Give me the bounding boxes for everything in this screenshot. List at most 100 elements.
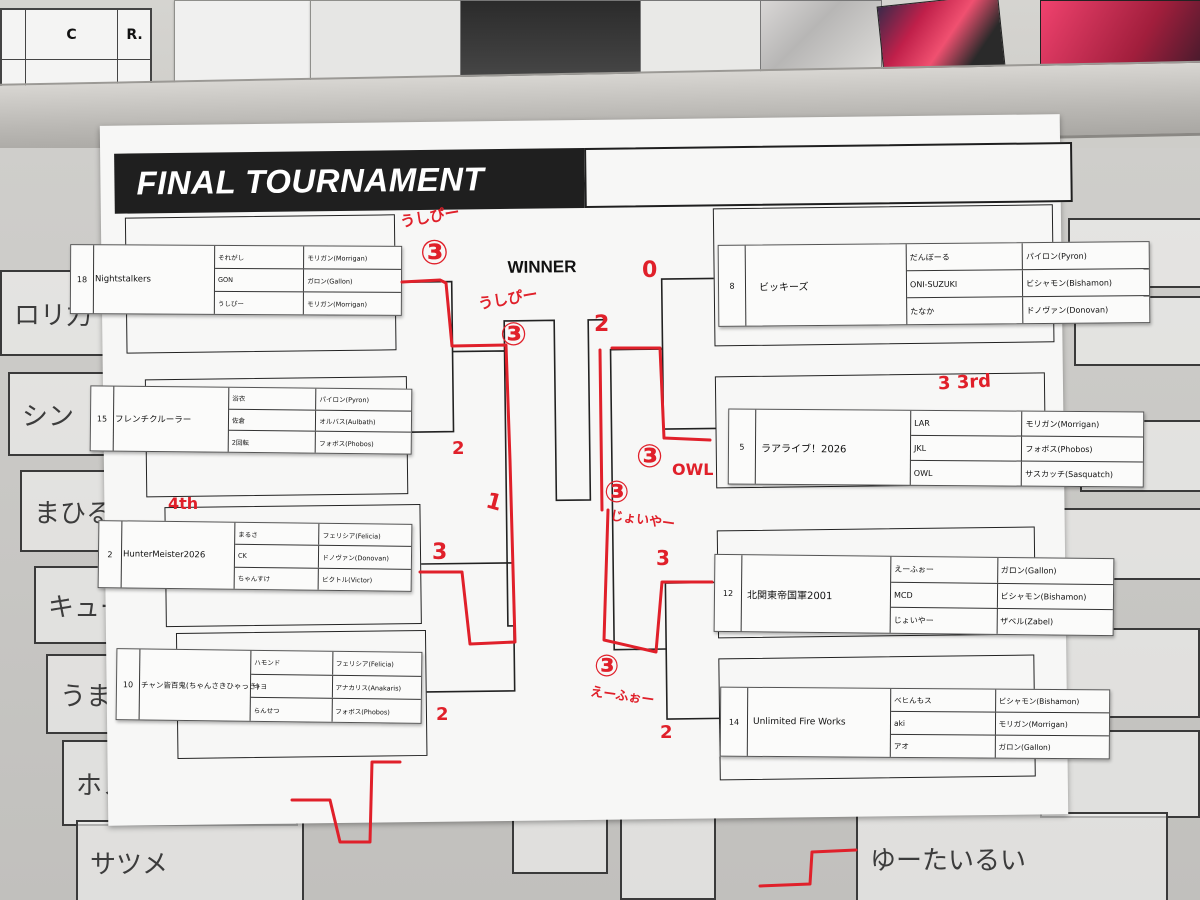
character-name: モリガン(Morrigan) [998,719,1068,729]
player-name: ハモンド [251,650,334,675]
whiteboard-cell: ゆーたいるい [856,812,1168,900]
team-seed: 12 [714,554,743,632]
team-name: ビッキーズ [758,281,809,294]
player-name: aki [890,711,996,735]
player-name: それがし [215,245,305,269]
character-name: サスカッチ(Sasquatch) [1025,469,1114,479]
character-name: ビシャモン(Bishamon) [998,696,1080,706]
bracket-line [660,277,716,430]
member-row: ちゃんすけビクトル(Victor) [234,567,411,590]
player-name: ちゃんすけ [234,567,320,590]
player-name: LAR [911,410,1023,436]
team-seed: 14 [720,687,749,756]
team-card-15: 15 フレンチクルーラー 浴衣パイロン(Pyron) 佐倉オルバス(Aulbat… [89,385,413,455]
annotation-circle-score: ③ [500,315,528,353]
grid-cell [2,10,26,60]
team-members: ハモンドフェリシア(Felicia) キヨアナカリス(Anakaris) らんせ… [249,650,422,723]
annotation-circle-score: ③ [594,649,620,684]
player-name: GON [214,268,305,292]
member-row: だんぼーるパイロン(Pyron) [906,242,1149,272]
member-row: ハモンドフェリシア(Felicia) [251,650,422,677]
character-name: パイロン(Pyron) [1025,251,1087,261]
member-row: らんせつフォボス(Phobos) [250,698,421,723]
annotation-score: 0 [642,258,658,283]
team-card-10: 10 チャン皆百鬼(ちゃんさきひゃっき) ハモンドフェリシア(Felicia) … [115,648,423,724]
character-name: ビクトル(Victor) [322,576,373,585]
annotation-fourth-place: 4th [168,494,199,513]
annotation-score: 2 [660,722,673,743]
character-name: フォボス(Phobos) [319,439,374,448]
character-name: ガロン(Gallon) [998,742,1051,752]
annotation-score: 3 [432,540,448,565]
team-seed: 15 [90,386,115,451]
character-name: フェリシア(Felicia) [322,531,381,541]
annotation-circle-score: ③ [420,233,449,273]
player-name: だんぼーる [906,243,1024,271]
team-card-14: 14 Unlimited Fire Works べヒんもスビシャモン(Bisha… [719,686,1111,760]
member-row: まるさフェリシア(Felicia) [235,522,412,548]
team-card-2: 2 HunterMeister2026 まるさフェリシア(Felicia) CK… [97,520,413,592]
team-seed: 10 [116,649,141,720]
member-row: たなかドノヴァン(Donovan) [907,296,1149,325]
team-name: ラアライブ！2026 [760,443,847,455]
bracket-line [664,581,720,720]
member-row: 浴衣パイロン(Pyron) [229,387,412,412]
member-row: うしぴーモリガン(Morrigan) [214,291,401,315]
character-name: ザベル(Zabel) [1000,617,1054,627]
annotation-score: 2 [594,312,610,337]
annotation-circle-score: ③ [636,437,664,475]
character-name: オルバス(Aulbath) [319,417,376,427]
character-name: フォボス(Phobos) [1025,444,1093,454]
player-name: OWL [910,460,1023,486]
team-members: 浴衣パイロン(Pyron) 佐倉オルバス(Aulbath) 2回転フォボス(Ph… [227,387,412,454]
player-name: らんせつ [250,698,333,722]
member-row: じょいやーザベル(Zabel) [890,608,1113,635]
team-name: Nightstalkers [94,274,151,285]
player-name: たなか [907,297,1024,325]
character-name: ガロン(Gallon) [1000,565,1057,576]
team-name: Unlimited Fire Works [752,716,846,728]
character-name: ドノヴァン(Donovan) [1026,304,1109,315]
member-row: 2回転フォボス(Phobos) [228,431,411,454]
team-seed: 5 [728,409,757,484]
member-row: 佐倉オルバス(Aulbath) [228,409,412,434]
player-name: アオ [890,734,996,758]
member-row: キヨアナカリス(Anakaris) [250,674,422,701]
character-name: ビシャモン(Bishamon) [1026,277,1113,288]
player-name: CK [234,545,320,568]
player-name: 浴衣 [229,387,317,410]
bracket-line [421,562,516,693]
player-name: 佐倉 [228,409,317,432]
member-row: それがしモリガン(Morrigan) [215,245,402,270]
player-name: 2回転 [228,431,317,453]
annotation-name: OWL [672,460,714,479]
character-name: フォボス(Phobos) [335,707,390,717]
character-name: モリガン(Morrigan) [307,254,368,263]
player-name: じょいやー [890,608,998,634]
team-name: HunterMeister2026 [122,549,206,561]
character-name: パイロン(Pyron) [319,396,370,405]
character-name: ガロン(Gallon) [307,277,353,286]
whiteboard-cell: サツメ [76,820,304,900]
character-name: モリガン(Morrigan) [307,300,368,309]
player-name: MCD [890,582,998,609]
annotation-circle-score: ③ [604,475,630,510]
team-seed: 18 [70,245,95,314]
member-row: えーふぉーガロン(Gallon) [891,556,1114,585]
member-row: べヒんもスビシャモン(Bishamon) [891,688,1110,714]
character-name: モリガン(Morrigan) [1025,419,1100,429]
